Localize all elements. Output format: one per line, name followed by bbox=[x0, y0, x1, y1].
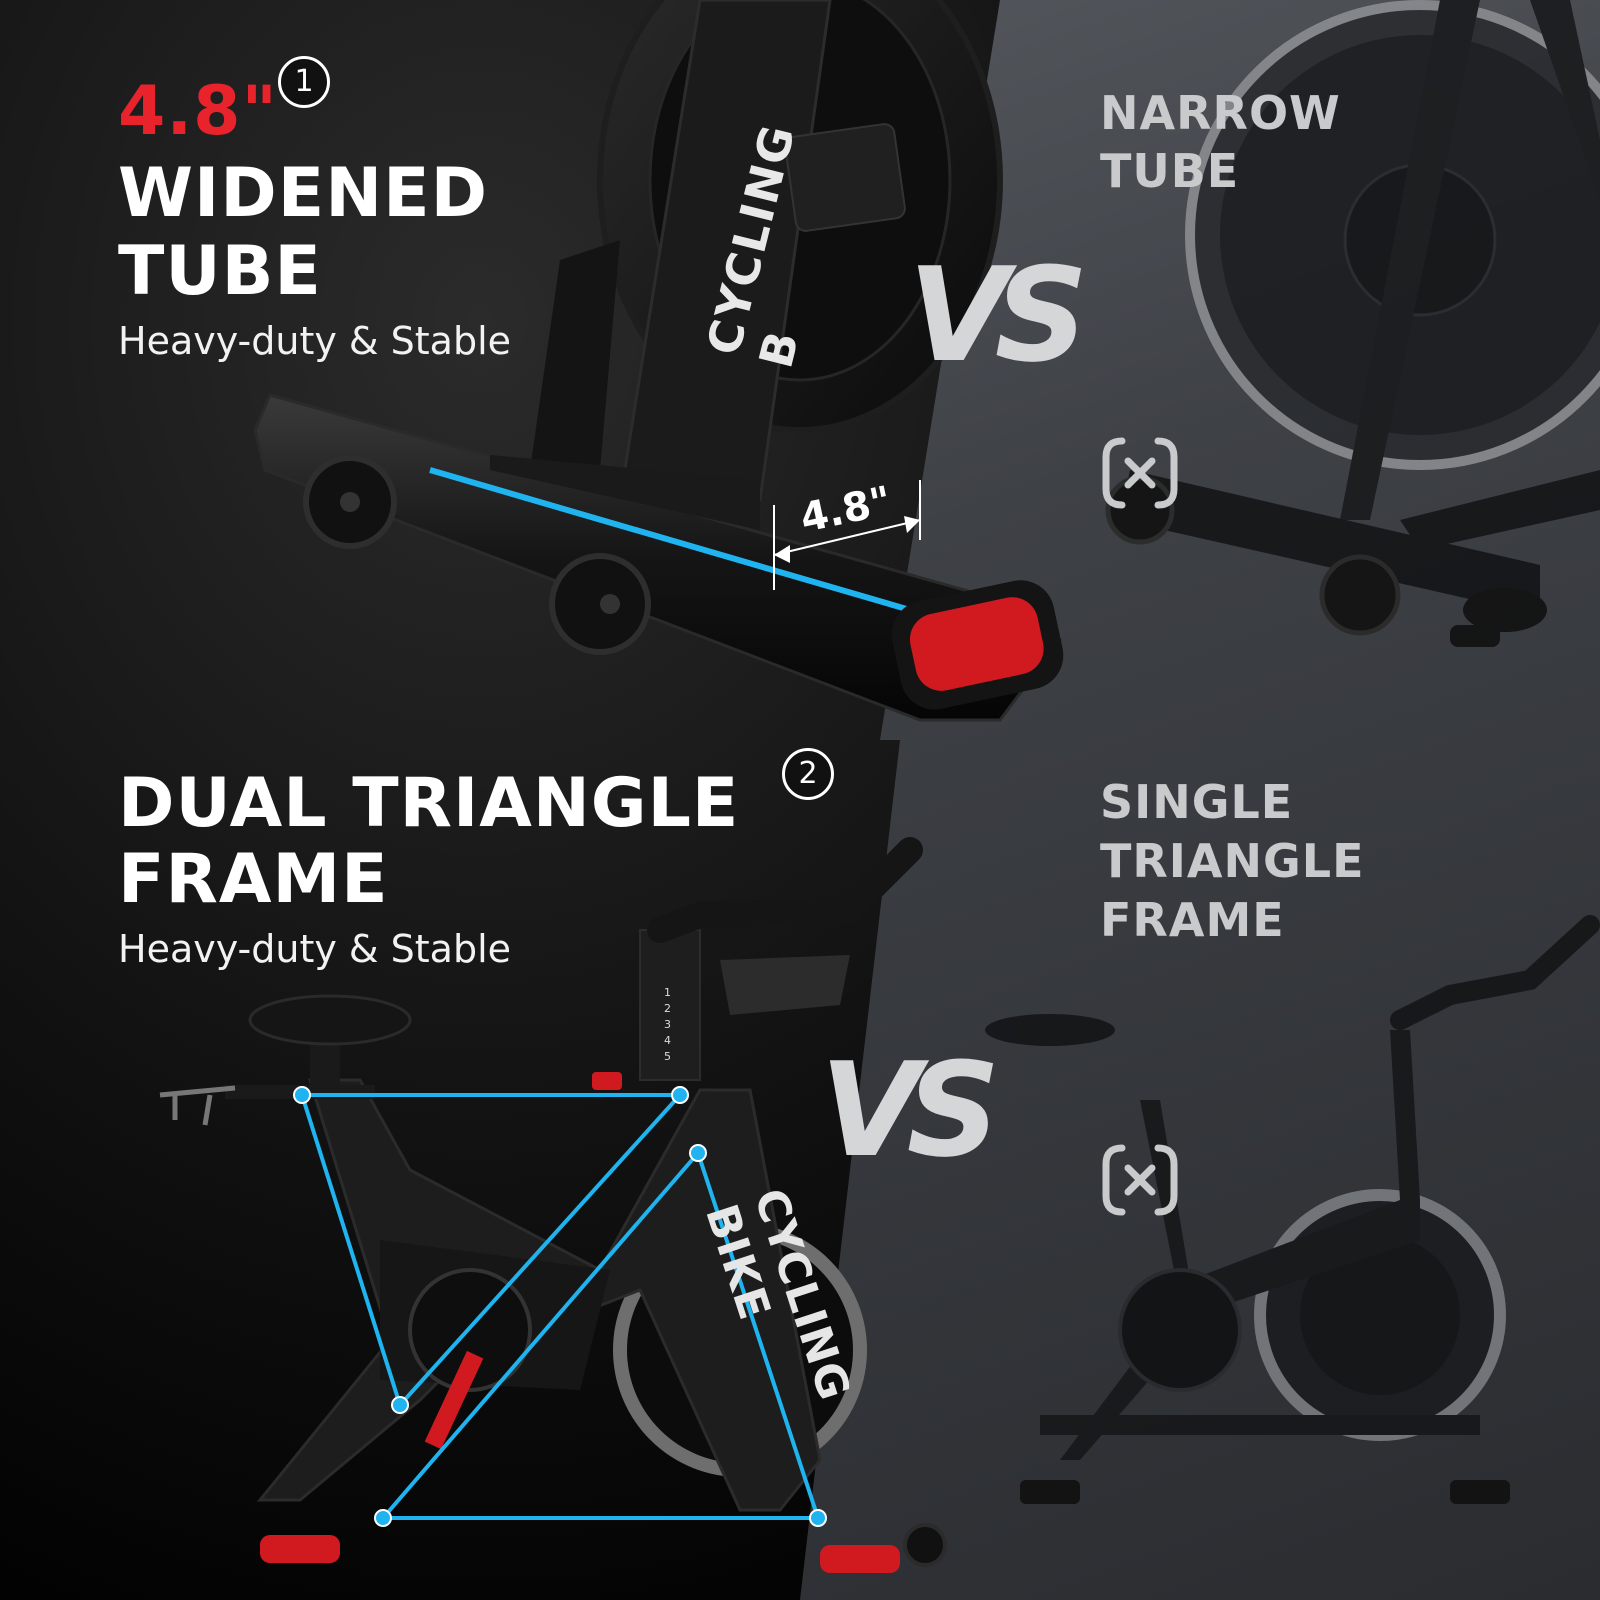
badge-1: 1 bbox=[278, 56, 330, 108]
tube-width-measure: 4.8" bbox=[118, 72, 278, 151]
dual-title-line2: FRAME bbox=[118, 840, 389, 919]
height-scale: 1 2 3 4 5 bbox=[664, 985, 694, 1065]
thin-base-tube bbox=[1120, 470, 1540, 615]
widened-tube-illustration bbox=[253, 0, 1064, 722]
tablet-holder bbox=[720, 955, 850, 1015]
dual-subtitle: Heavy-duty & Stable bbox=[118, 927, 512, 971]
widened-title-line2: TUBE bbox=[118, 232, 322, 311]
resistance-knob bbox=[592, 1072, 622, 1090]
seat bbox=[248, 994, 412, 1046]
height-mark: 3 bbox=[664, 1018, 671, 1031]
single-title-line2: TRIANGLE bbox=[1100, 834, 1365, 888]
height-mark: 4 bbox=[664, 1034, 671, 1047]
height-mark: 1 bbox=[664, 986, 671, 999]
narrow-tube-illustration bbox=[1105, 0, 1600, 647]
single-triangle-bike-illustration bbox=[985, 915, 1600, 1504]
narrow-title-line1: NARROW bbox=[1100, 86, 1341, 140]
x-close-icon bbox=[1102, 437, 1178, 509]
red-foot bbox=[260, 1535, 340, 1563]
vs-label-top: VS bbox=[908, 239, 1088, 391]
dual-title-line1: DUAL TRIANGLE bbox=[118, 764, 740, 843]
height-mark: 5 bbox=[664, 1050, 671, 1063]
single-title-line1: SINGLE bbox=[1100, 775, 1294, 829]
widened-subtitle: Heavy-duty & Stable bbox=[118, 319, 512, 363]
handlebar bbox=[647, 837, 923, 943]
widened-title-line1: WIDENED bbox=[118, 154, 489, 233]
height-mark: 2 bbox=[664, 1002, 671, 1015]
single-title-line3: FRAME bbox=[1100, 893, 1285, 947]
red-crank bbox=[424, 1350, 484, 1450]
handle-post bbox=[639, 929, 701, 1081]
badge-2: 2 bbox=[782, 748, 834, 800]
handlebar bbox=[1390, 915, 1600, 1030]
bracket bbox=[784, 123, 906, 232]
red-foot bbox=[820, 1545, 900, 1573]
x-close-icon bbox=[1102, 1144, 1178, 1216]
red-end-cap bbox=[909, 597, 1044, 691]
narrow-title-line2: TUBE bbox=[1100, 144, 1240, 198]
upright bbox=[1340, 0, 1480, 520]
dual-triangle-bike-illustration bbox=[159, 837, 947, 1573]
tube-highlight-line bbox=[429, 467, 911, 613]
triangle-highlight-lines bbox=[300, 1093, 820, 1520]
seat bbox=[985, 1014, 1115, 1046]
triangle-nodes bbox=[293, 1086, 827, 1527]
vs-label-bottom: VS bbox=[820, 1034, 1000, 1186]
